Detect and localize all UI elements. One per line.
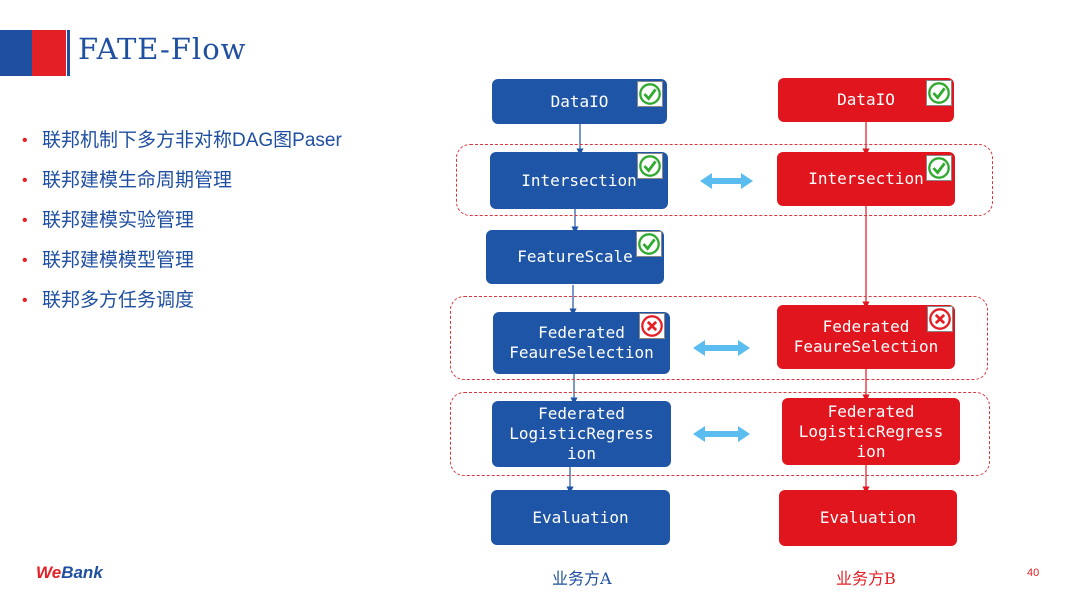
exchange-arrow-intersection xyxy=(700,173,753,189)
bullet-icon: • xyxy=(22,172,28,189)
group-logistic-regression xyxy=(450,392,990,476)
party-b-label: 业务方B xyxy=(836,569,896,588)
check-icon xyxy=(926,155,952,181)
party-a-label: 业务方A xyxy=(552,569,612,588)
list-item: •联邦建模生命周期管理 xyxy=(22,170,233,191)
check-icon xyxy=(637,81,663,107)
check-icon xyxy=(637,153,663,179)
exchange-arrow-regression xyxy=(693,426,750,442)
node-b-dataio: DataIO xyxy=(778,78,954,122)
cross-icon xyxy=(927,306,953,332)
webank-logo: WeBank xyxy=(36,563,103,582)
bullet-icon: • xyxy=(22,252,28,269)
bullet-icon: • xyxy=(22,212,28,229)
group-feature-selection xyxy=(450,296,988,380)
node-b-evaluation: Evaluation xyxy=(779,490,957,546)
title-accent-blue xyxy=(0,30,32,76)
exchange-arrow-selection xyxy=(693,340,750,356)
list-item: •联邦建模实验管理 xyxy=(22,210,195,231)
check-icon xyxy=(926,80,952,106)
node-a-evaluation: Evaluation xyxy=(491,490,670,545)
list-item: •联邦机制下多方非对称DAG图Paser xyxy=(22,130,342,151)
title-accent-red xyxy=(32,30,66,76)
feature-list: •联邦机制下多方非对称DAG图Paser •联邦建模生命周期管理 •联邦建模实验… xyxy=(22,130,342,330)
bullet-icon: • xyxy=(22,292,28,309)
cross-icon xyxy=(639,313,665,339)
list-item: •联邦多方任务调度 xyxy=(22,290,195,311)
page-title: FATE-Flow xyxy=(78,32,247,66)
node-b-intersection: Intersection xyxy=(777,152,955,206)
check-icon xyxy=(636,231,662,257)
list-item: •联邦建模模型管理 xyxy=(22,250,195,271)
bullet-icon: • xyxy=(22,132,28,149)
node-a-featurescale: FeatureScale xyxy=(486,230,664,284)
title-accent-divider xyxy=(67,30,70,76)
page-number: 40 xyxy=(1027,567,1040,579)
group-intersection xyxy=(456,144,993,216)
